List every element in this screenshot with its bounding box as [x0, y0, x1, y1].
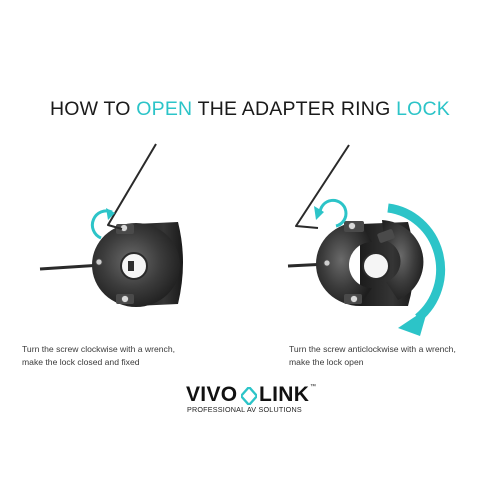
left-side-screw	[95, 258, 103, 266]
title-part-how-to: HOW TO	[50, 98, 137, 120]
right-caption-line2: make the lock open	[289, 357, 364, 367]
left-ring-notch	[128, 261, 134, 271]
right-side-screw	[323, 259, 331, 267]
right-bottom-screw	[350, 295, 358, 303]
vivolink-logo: VIVO LINK ™ PROFESSIONAL AV SOLUTIONS	[182, 384, 322, 424]
right-top-tab-open	[377, 229, 395, 243]
logo-diamond-icon	[241, 387, 257, 405]
left-caption-line1: Turn the screw clockwise with a wrench,	[22, 344, 175, 354]
title-part-open: OPEN	[136, 98, 193, 120]
open-direction-arc	[387, 203, 446, 322]
logo-word-link: LINK	[259, 383, 310, 406]
title-part-adapter-ring: THE ADAPTER RING	[192, 98, 397, 120]
left-caption-line2: make the lock closed and fixed	[22, 357, 140, 367]
right-ring-hole	[362, 252, 390, 280]
anticlockwise-arrow-icon	[314, 206, 324, 220]
logo-tagline: PROFESSIONAL AV SOLUTIONS	[187, 405, 302, 414]
right-screw	[348, 222, 356, 230]
right-rotation-arc	[318, 198, 348, 228]
logo-trademark: ™	[310, 384, 316, 390]
right-illustration	[287, 144, 446, 336]
title-part-lock: LOCK	[396, 98, 450, 120]
right-caption-line1: Turn the screw anticlockwise with a wren…	[289, 344, 456, 354]
right-ring-half-right	[382, 220, 424, 300]
left-cable	[39, 263, 103, 271]
clockwise-arrow-icon	[106, 208, 115, 220]
right-caption: Turn the screw anticlockwise with a wren…	[289, 343, 456, 369]
page-title: HOW TO OPEN THE ADAPTER RING LOCK	[0, 98, 500, 121]
right-ring-half-left	[316, 222, 372, 306]
left-hex-wrench	[107, 143, 157, 230]
left-illustration	[39, 143, 183, 307]
right-hex-wrench	[295, 144, 350, 229]
open-direction-arrow-icon	[398, 308, 428, 336]
left-caption: Turn the screw clockwise with a wrench, …	[22, 343, 175, 369]
left-bottom-screw	[121, 295, 129, 303]
logo-word-vivo: VIVO	[186, 383, 238, 406]
